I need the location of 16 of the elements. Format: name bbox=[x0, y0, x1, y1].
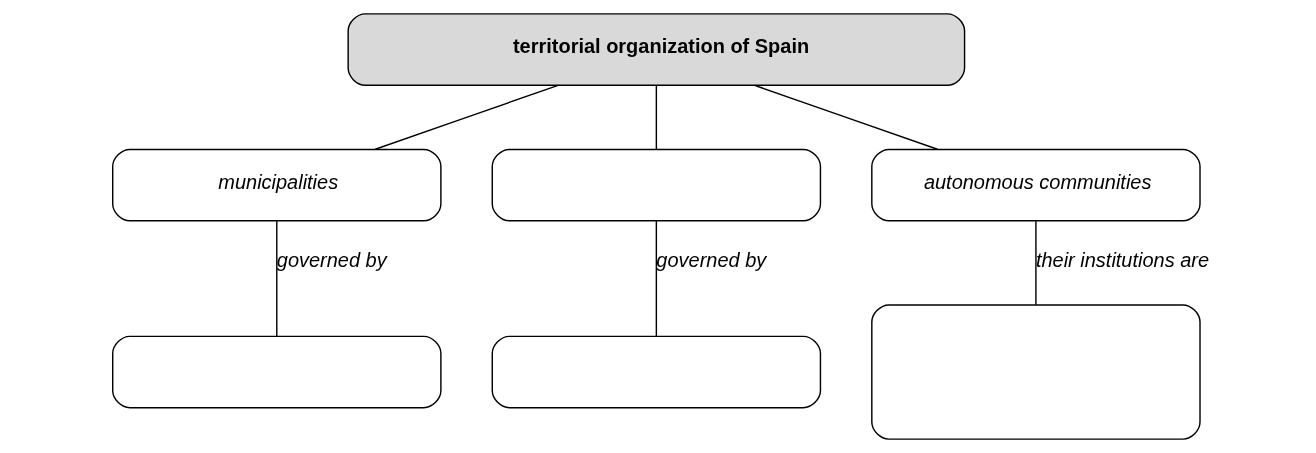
connector bbox=[753, 84, 938, 150]
edge-label: governed by bbox=[276, 248, 387, 271]
connector bbox=[655, 85, 657, 150]
node-box bbox=[491, 335, 821, 409]
connector bbox=[374, 84, 559, 150]
node-box bbox=[111, 335, 442, 409]
node-box: municipalities bbox=[111, 148, 442, 222]
connector bbox=[1034, 220, 1037, 306]
node-box: autonomous communities bbox=[870, 148, 1201, 222]
edge-label: governed by bbox=[655, 248, 766, 271]
node-box: territorial organization of Spain bbox=[346, 13, 965, 86]
node-box bbox=[870, 304, 1201, 440]
edge-label: their institutions are bbox=[1035, 248, 1209, 271]
connector bbox=[275, 220, 277, 337]
node-box bbox=[491, 148, 821, 222]
connector bbox=[655, 220, 657, 337]
